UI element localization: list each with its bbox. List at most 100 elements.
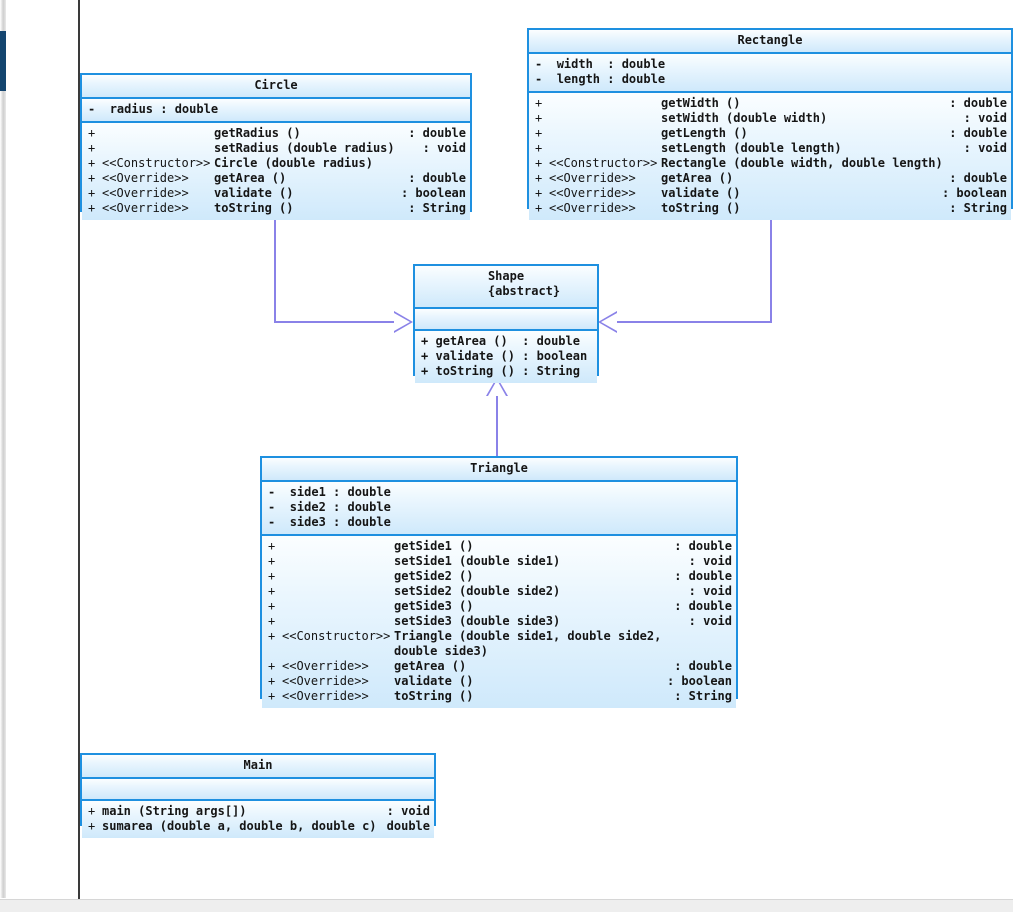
operation-row: + sumarea (double a, double b, double c)… (88, 819, 430, 834)
operation-signature: toString () (661, 201, 741, 215)
visibility-marker: - (535, 57, 543, 71)
operation-row: + setWidth (double width) : void (535, 111, 1007, 126)
operation-row: + setLength (double length) : void (535, 141, 1007, 156)
visibility-marker: + (268, 629, 276, 643)
class-attributes-triangle: - side1 : double - side2 : double - side… (262, 482, 736, 536)
class-name-rectangle: Rectangle (737, 33, 803, 47)
generalization-arrowhead-rectangle-inner (601, 313, 617, 331)
operation-signature: getLength () (661, 126, 748, 140)
operation-signature-line1: Triangle (double side1, double side2, (394, 629, 662, 643)
class-box-main[interactable]: Main + main (String args[]) : void + sum… (80, 753, 436, 838)
operation-row: + getArea () : double (421, 334, 593, 349)
operation-row: + setSide1 (double side1) : void (268, 554, 732, 569)
class-operations-circle: + getRadius () : double + setRadius (dou… (82, 123, 470, 220)
operation-signature: sumarea (double a, double b, double c) (102, 819, 377, 833)
class-attributes-rectangle: - width : double - length : double (529, 54, 1011, 93)
operation-signature: getArea () (394, 659, 467, 673)
class-box-circle[interactable]: Circle - radius : double + getRadius () … (80, 73, 472, 220)
return-type: : double (949, 96, 1007, 110)
class-name-triangle: Triangle (470, 461, 528, 475)
visibility-marker: + (88, 186, 96, 200)
operation-signature: getRadius () (214, 126, 301, 140)
stereotype-label: <<Override>> (282, 689, 369, 703)
class-title-circle: Circle (82, 75, 470, 99)
visibility-marker: + (88, 126, 96, 140)
return-type: : boolean (941, 186, 1007, 200)
return-type: : String (674, 689, 732, 703)
operation-signature: getArea () (214, 171, 287, 185)
return-type: : void (963, 111, 1007, 125)
attribute-row: - side3 : double (268, 515, 732, 530)
visibility-marker: + (88, 156, 96, 170)
operation-signature: validate () (214, 186, 294, 200)
return-type: : double (949, 126, 1007, 140)
class-title-main: Main (82, 755, 434, 779)
visibility-marker: + (268, 689, 276, 703)
visibility-marker: + (88, 804, 96, 818)
operation-row: + toString () : String (421, 364, 593, 379)
operation-row: + <<Override>> toString () : String (88, 201, 466, 216)
visibility-marker: + (268, 539, 276, 553)
stereotype-label: <<Override>> (102, 201, 189, 215)
operation-signature: toString () : String (435, 364, 580, 378)
attribute-text: length : double (556, 72, 666, 86)
attribute-text: side1 : double (289, 485, 391, 499)
stereotype-label: <<Override>> (282, 659, 369, 673)
visibility-marker: + (268, 554, 276, 568)
left-scrollbar-track[interactable] (0, 0, 6, 898)
class-attributes-circle: - radius : double (82, 99, 470, 123)
connector-circle-shape-vertical (274, 211, 276, 323)
return-type: : double (674, 569, 732, 583)
operation-signature: getSide2 () (394, 569, 474, 583)
visibility-marker: + (535, 156, 543, 170)
class-title-rectangle: Rectangle (529, 30, 1011, 54)
stereotype-label: <<Override>> (282, 674, 369, 688)
stereotype-label: <<Override>> (549, 171, 636, 185)
stereotype-label: <<Constructor>> (102, 156, 211, 170)
return-type: : String (408, 201, 466, 215)
return-type: : void (688, 554, 732, 568)
operation-signature: setSide3 (double side3) (394, 614, 561, 628)
class-title-triangle: Triangle (262, 458, 736, 482)
attribute-row: - side1 : double (268, 485, 732, 500)
left-scrollbar-thumb[interactable] (0, 31, 6, 91)
operation-row: + <<Override>> validate () : boolean (88, 186, 466, 201)
attribute-row: - side2 : double (268, 500, 732, 515)
operation-signature: setWidth (double width) (661, 111, 828, 125)
operation-row: + getSide3 () : double (268, 599, 732, 614)
operation-signature: setSide2 (double side2) (394, 584, 561, 598)
operation-signature: setLength (double length) (661, 141, 842, 155)
operation-signature: setRadius (double radius) (214, 141, 395, 155)
visibility-marker: + (535, 171, 543, 185)
visibility-marker: + (535, 141, 543, 155)
visibility-marker: - (268, 500, 276, 514)
class-box-shape[interactable]: Shape {abstract} + getArea () : double +… (413, 264, 599, 383)
visibility-marker: - (535, 72, 543, 86)
operation-signature: getSide1 () (394, 539, 474, 553)
connector-rectangle-shape-horizontal (617, 321, 772, 323)
operation-row: + validate () : boolean (421, 349, 593, 364)
visibility-marker: + (268, 614, 276, 628)
class-name-main: Main (243, 758, 273, 772)
class-name-circle: Circle (254, 78, 298, 92)
operation-row: + setSide2 (double side2) : void (268, 584, 732, 599)
class-box-triangle[interactable]: Triangle - side1 : double - side2 : doub… (260, 456, 738, 708)
operation-signature: validate () (394, 674, 474, 688)
visibility-marker: + (421, 364, 429, 378)
attribute-row: - length : double (535, 72, 1007, 87)
abstract-stereotype: {abstract} (487, 284, 561, 298)
attribute-text: side2 : double (289, 500, 391, 514)
generalization-arrowhead-circle-inner (394, 313, 410, 331)
return-type: : void (688, 584, 732, 598)
operation-signature: getSide3 () (394, 599, 474, 613)
operation-row: + getLength () : double (535, 126, 1007, 141)
class-box-rectangle[interactable]: Rectangle - width : double - length : do… (527, 28, 1013, 220)
operation-row: + <<Override>> getArea () : double (535, 171, 1007, 186)
visibility-marker: + (88, 141, 96, 155)
visibility-marker: - (268, 515, 276, 529)
visibility-marker: + (268, 659, 276, 673)
visibility-marker: + (535, 126, 543, 140)
attribute-text: width : double (556, 57, 666, 71)
stereotype-label: <<Override>> (102, 171, 189, 185)
page-margin-rule (78, 0, 80, 903)
